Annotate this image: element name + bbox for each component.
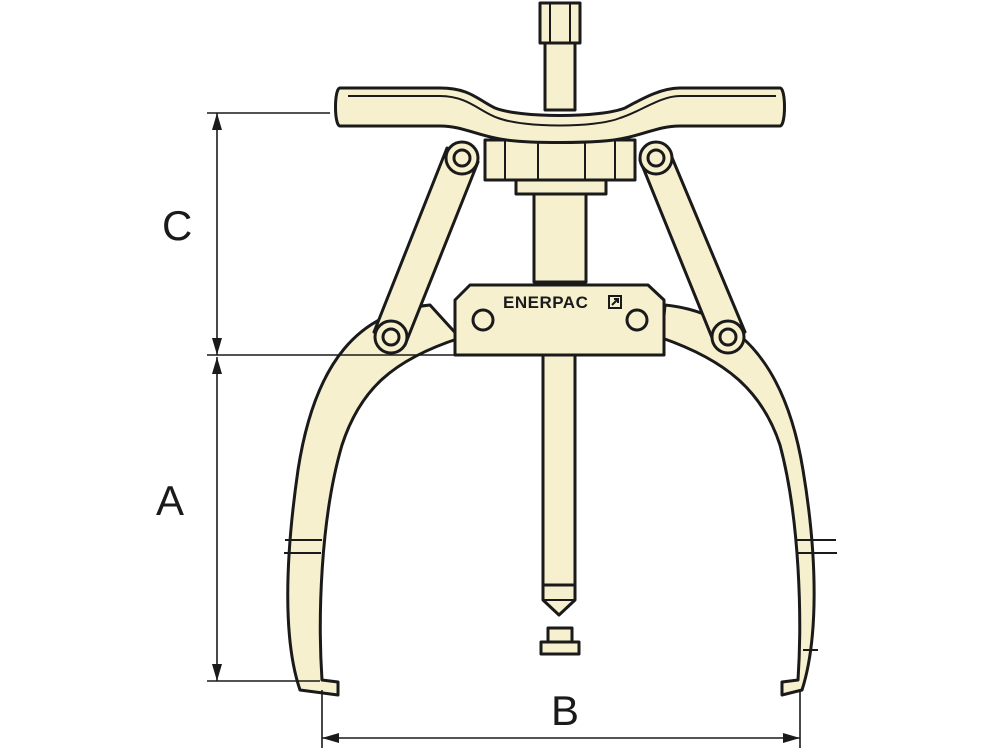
dimension-c: C <box>162 112 455 356</box>
adapter-cap-base <box>539 640 581 656</box>
enerpac-logo: ENERPAC <box>503 293 588 312</box>
dimension-b-label: B <box>551 687 579 734</box>
pivot-bolt-bottom-left-inner <box>381 327 401 347</box>
right-jaw <box>660 303 816 697</box>
t-handle <box>334 86 786 144</box>
dimension-c-label: C <box>162 202 192 249</box>
pivot-bolt-bottom-right-inner <box>718 327 738 347</box>
dimension-b: B <box>321 687 801 748</box>
dimension-a-label: A <box>156 477 184 524</box>
forcing-screw-top <box>543 38 577 112</box>
adapter-cap-top <box>546 626 574 644</box>
dimension-a: A <box>156 357 320 682</box>
pivot-bolt-top-right-inner <box>646 148 666 168</box>
hex-drive <box>538 1 582 45</box>
body-bolt-left <box>471 308 495 332</box>
collar-lower <box>514 178 608 196</box>
forcing-screw-lower <box>541 353 577 587</box>
forcing-screw-upper <box>532 190 588 284</box>
body-bolt-right <box>625 308 649 332</box>
collar-upper <box>483 138 637 182</box>
left-jaw <box>286 303 462 697</box>
pivot-bolt-top-left-inner <box>452 148 472 168</box>
